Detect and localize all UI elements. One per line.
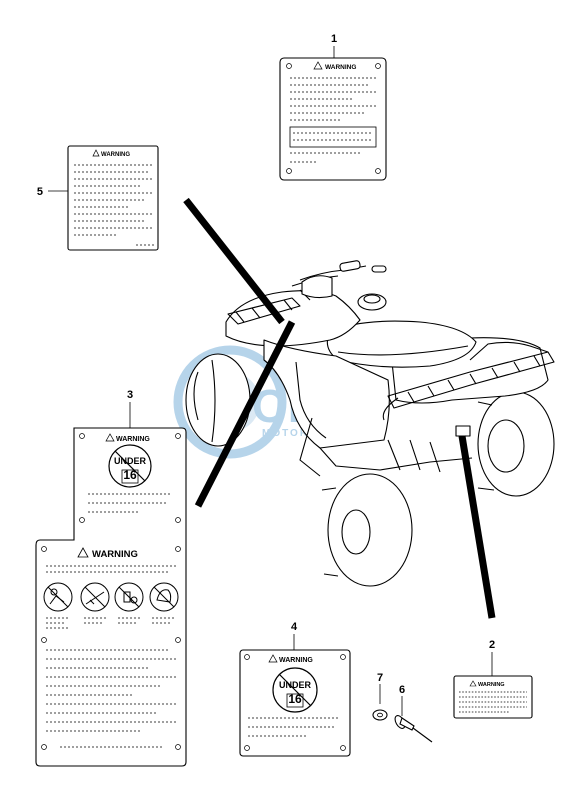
label-5-text-lines xyxy=(74,164,154,246)
label-3-plate xyxy=(35,427,187,767)
part-6-rivet: 6 xyxy=(394,684,433,743)
label-3-bottom-warning: WARNING xyxy=(92,549,138,560)
warning-triangle-icon xyxy=(469,680,477,687)
side-panel xyxy=(263,339,390,449)
label-3-age: 16 xyxy=(123,468,137,482)
label-4: 4 WARNING UNDER 16 xyxy=(239,621,351,757)
no-passenger-icon xyxy=(43,582,73,612)
atv-illustration xyxy=(185,260,555,587)
front-left-wheel xyxy=(185,353,251,447)
watermark-ring xyxy=(173,345,287,459)
label-4-warning: WARNING xyxy=(279,657,313,664)
label-1-inner-box xyxy=(289,126,377,148)
label-3: 3 WARNING UNDER 16 WARNING xyxy=(35,389,187,767)
label-5-warning: WARNING xyxy=(101,152,130,158)
warning-triangle-icon xyxy=(92,149,100,157)
wear-helmet-icon xyxy=(149,582,179,612)
label-4-plate xyxy=(239,649,351,757)
no-paved-road-icon xyxy=(80,582,110,612)
label-1-warning: WARNING xyxy=(325,64,356,71)
under-16-icon: UNDER 16 xyxy=(108,444,152,488)
label-3-bottom-text-lines xyxy=(46,649,176,748)
warning-triangle-icon xyxy=(313,61,323,70)
tail-light xyxy=(455,425,471,437)
label-4-text-lines xyxy=(248,717,340,737)
label-5: 5 WARNING xyxy=(37,145,159,251)
under-16-icon: UNDER 16 xyxy=(272,667,318,713)
pointer-label-2 xyxy=(458,435,496,619)
pointer-label-5 xyxy=(183,197,285,325)
label-2: 2 WARNING xyxy=(453,639,533,719)
label-3-top-warning: WARNING xyxy=(116,436,150,443)
rivet-icon xyxy=(394,715,433,743)
label-2-plate xyxy=(453,675,533,719)
callout-5: 5 xyxy=(37,186,43,198)
warning-triangle-icon xyxy=(105,433,115,442)
label-3-under: UNDER xyxy=(114,456,147,466)
label-3-pictogram-captions xyxy=(46,617,176,629)
front-wheel xyxy=(321,473,413,587)
warning-triangle-icon xyxy=(268,654,278,663)
instrument-pod xyxy=(301,275,333,299)
callout-1: 1 xyxy=(331,33,337,45)
label-2-warning: WARNING xyxy=(478,682,505,688)
callout-2: 2 xyxy=(489,639,495,651)
frame xyxy=(299,417,473,477)
label-2-text-lines xyxy=(459,691,527,713)
pointer-lines xyxy=(183,197,496,619)
label-1-plate xyxy=(279,57,387,181)
callout-7: 7 xyxy=(377,672,383,684)
label-4-under: UNDER xyxy=(279,680,312,690)
callout-6: 6 xyxy=(399,684,405,696)
warning-triangle-icon xyxy=(77,547,89,558)
label-5-plate xyxy=(67,145,159,251)
washer-icon xyxy=(372,709,388,721)
no-alcohol-icon xyxy=(114,582,144,612)
rear-rack xyxy=(382,341,555,421)
label-1-text-lines xyxy=(290,77,376,121)
part-7-washer: 7 xyxy=(372,672,388,721)
label-3-pictograms xyxy=(43,582,179,612)
callout-3: 3 xyxy=(127,389,133,401)
pointer-label-3 xyxy=(194,320,296,508)
rear-wheel xyxy=(477,391,555,497)
label-1: 1 WARNING xyxy=(279,33,387,181)
handlebar xyxy=(291,260,387,301)
label-3-top-text-lines xyxy=(88,493,172,513)
label-4-age: 16 xyxy=(288,692,302,706)
callout-4: 4 xyxy=(291,621,298,633)
